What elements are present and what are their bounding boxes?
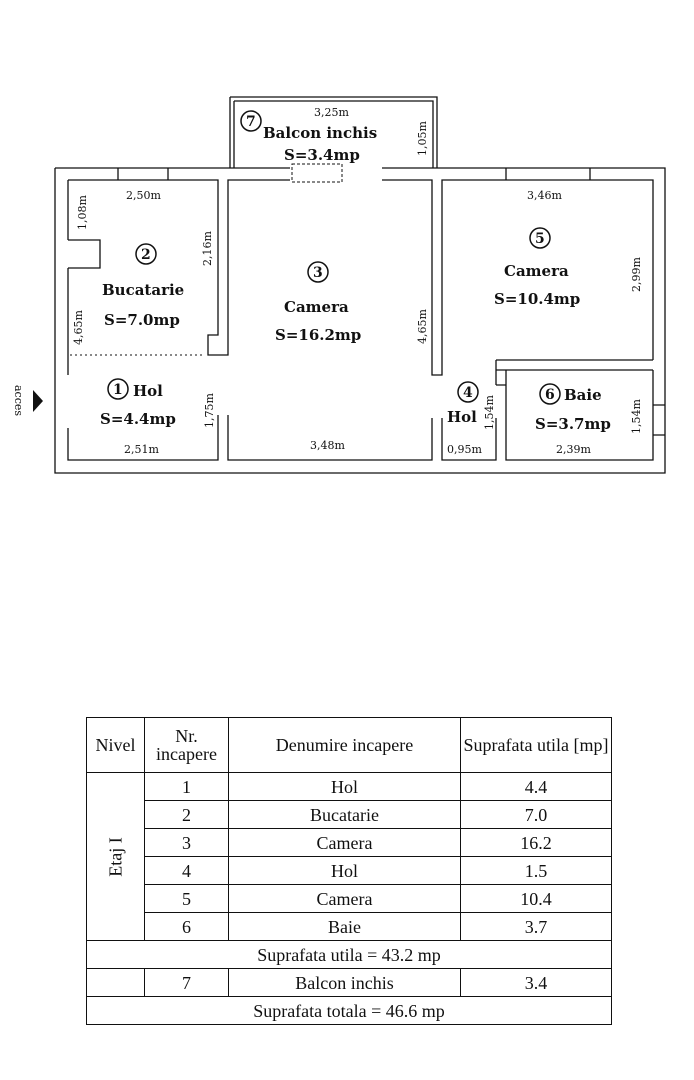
room-2-number: 2 [141,247,151,263]
cell-room-no: 4 [144,856,229,885]
cell-room-no: 6 [144,912,229,941]
cell-area: 3.4 [460,968,612,997]
room-3-marker [307,261,329,283]
balcony-row: 7 Balcon inchis 3.4 [86,968,612,997]
dim-hol4-height: 1,54m [483,395,496,430]
room-4-name: Hol [447,408,477,426]
room-4-marker [457,381,479,403]
room-4-number: 4 [463,385,473,401]
dim-hol4-width: 0,95m [447,443,482,456]
cell-area: 1.5 [460,856,612,885]
dim-kitchen-wall: 1,08m [76,195,89,230]
room-1-area: S=4.4mp [100,410,176,428]
room-3-number: 3 [313,265,323,281]
dim-kitchen-width: 2,50m [126,189,161,202]
dim-camera3-width: 3,48m [310,439,345,452]
table-row: 5 Camera 10.4 [87,884,612,913]
useful-total-row: Suprafata utila = 43.2 mp [86,940,612,969]
room-7-area: S=3.4mp [284,146,360,164]
dim-baie-width: 2,39m [556,443,591,456]
header-room-no: Nr. incapere [144,717,229,773]
room-6-area: S=3.7mp [535,415,611,433]
area-table: Nivel Nr. incapere Denumire incapere Sup… [86,717,612,1025]
table-row: Etaj I 1 Hol 4.4 [86,772,612,941]
floor-plan: acces 7 Balcon inchis S=3.4mp 3,25m 1,05… [12,96,666,474]
access-label: acces [12,385,25,416]
grand-total-row: Suprafata totala = 46.6 mp [86,996,612,1025]
cell-area: 10.4 [460,884,612,913]
room-1-marker [107,378,129,400]
access-arrow-icon [33,390,43,412]
grand-total: Suprafata totala = 46.6 mp [86,996,612,1025]
room-5-name: Camera [504,262,569,280]
useful-total: Suprafata utila = 43.2 mp [86,940,612,969]
room-5-marker [529,227,551,249]
room-2-marker [135,243,157,265]
room-6-name: Baie [564,386,602,404]
room-3-area: S=16.2mp [275,326,361,344]
cell-room-name: Camera [228,828,461,857]
level-label: Etaj I [105,836,126,877]
cell-room-name: Camera [228,884,461,913]
room-7-number: 7 [246,114,256,130]
header-level: Nivel [86,717,145,773]
room-6-marker [539,383,561,405]
room-3-name: Camera [284,298,349,316]
table-row: 3 Camera 16.2 [87,828,612,857]
walls [54,96,666,474]
room-5-number: 5 [535,231,545,247]
cell-room-no: 5 [144,884,229,913]
cell-room-no: 7 [144,968,229,997]
cell-room-no: 3 [144,828,229,857]
cell-area: 16.2 [460,828,612,857]
dim-hall-width: 2,51m [124,443,159,456]
balcony-blank-cell [86,968,145,997]
cell-room-name: Balcon inchis [228,968,461,997]
dim-kitchen-height-left: 4,65m [72,310,85,345]
dim-kitchen-height-right: 2,16m [201,231,214,266]
room-1-number: 1 [113,382,123,398]
dim-balcon-height: 1,05m [416,121,429,156]
cell-room-no: 2 [144,800,229,829]
room-6-number: 6 [545,387,555,403]
header-area: Suprafata utila [mp] [460,717,612,773]
room-7-marker [240,110,262,132]
dim-baie-height: 1,54m [630,399,643,434]
dim-camera5-width: 3,46m [527,189,562,202]
room-2-name: Bucatarie [102,281,184,299]
table-row: 2 Bucatarie 7.0 [87,800,612,829]
dim-camera3-height: 4,65m [416,309,429,344]
room-2-area: S=7.0mp [104,311,180,329]
level-cell: Etaj I [86,772,145,941]
cell-room-name: Hol [228,772,461,801]
room-7-name: Balcon inchis [263,124,377,142]
cell-room-no: 1 [144,772,229,801]
dim-camera5-height: 2,99m [630,257,643,292]
dim-balcon-width: 3,25m [314,106,349,119]
table-row: 6 Baie 3.7 [87,912,612,941]
table-row: 4 Hol 1.5 [87,856,612,885]
table-header-row: Nivel Nr. incapere Denumire incapere Sup… [86,717,612,773]
cell-area: 3.7 [460,912,612,941]
header-room-name: Denumire incapere [228,717,461,773]
cell-area: 4.4 [460,772,612,801]
dim-hall-height: 1,75m [203,393,216,428]
room-5-area: S=10.4mp [494,290,580,308]
room-1-name: Hol [133,382,163,400]
cell-room-name: Hol [228,856,461,885]
cell-area: 7.0 [460,800,612,829]
cell-room-name: Bucatarie [228,800,461,829]
cell-room-name: Baie [228,912,461,941]
